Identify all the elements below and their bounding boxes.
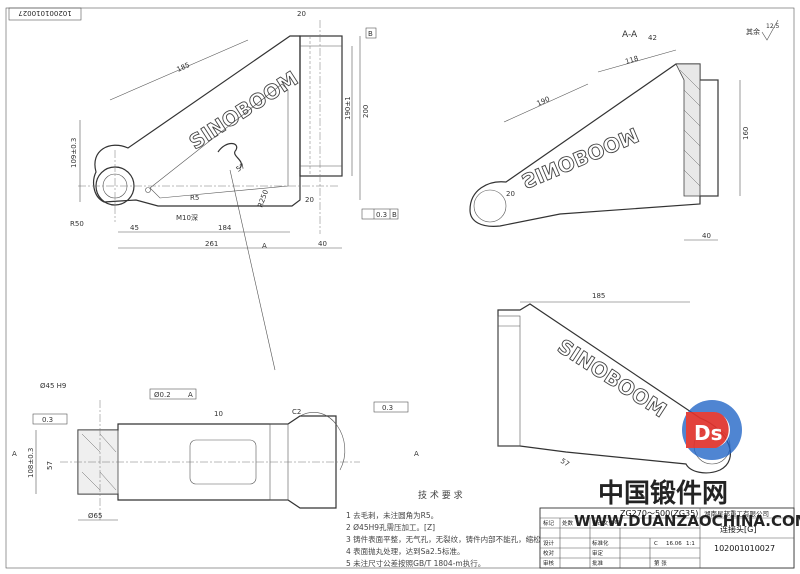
roughness-symbol xyxy=(761,19,779,41)
svg-text:审核: 审核 xyxy=(543,559,555,567)
svg-text:标记: 标记 xyxy=(543,519,555,527)
dim-40: 40 xyxy=(318,240,327,248)
dim-109: 109±0.3 xyxy=(70,138,78,168)
perp-tolerance: Ø0.2 xyxy=(154,391,171,399)
dim-185: 185 xyxy=(176,61,191,74)
section-a-right: A xyxy=(414,450,419,458)
watermark: Ds 中国锻件网 WWW.DUANZAOCHINA.COM xyxy=(574,400,800,530)
rotated-drawing-number: 102001010027 xyxy=(18,9,71,17)
roughness-label: 其余 xyxy=(746,27,760,36)
threaded-hole xyxy=(145,187,151,193)
svg-text:设计: 设计 xyxy=(543,539,555,547)
sheet-border xyxy=(5,7,795,569)
dim-20-lower: 20 xyxy=(305,196,314,204)
tolerance-value: 0.3 xyxy=(376,211,387,219)
dim-190: 190±1 xyxy=(344,96,352,120)
dim-108: 108±0.3 xyxy=(27,448,35,478)
weight-value: 16.06 xyxy=(666,541,682,547)
material-spec: ZG270～500(ZG35) xyxy=(620,509,698,518)
rotated-number-box xyxy=(8,7,82,21)
tolerance-datum: B xyxy=(392,211,397,219)
section-view: A-A 其余 12.5 SINOBOOM 190 118 42 160 40 2… xyxy=(469,19,780,241)
watermark-logo-text: Ds xyxy=(694,421,723,445)
dim-45: 45 xyxy=(130,224,139,232)
front-view: SINOBOOM 185 57 184 45 261 40 20 20 200 … xyxy=(70,10,399,371)
svg-text:批准: 批准 xyxy=(592,559,604,567)
front-view-inner-outline xyxy=(149,83,289,199)
dim-r5: R5 xyxy=(190,194,199,202)
datum-b-label: B xyxy=(368,30,373,38)
note-3: 3 铸件表面平整，无气孔，无裂纹，铸件内部不能孔，缩松现象。[G] xyxy=(346,534,575,544)
front-view-brand: SINOBOOM xyxy=(185,66,303,154)
scale-value: 1:1 xyxy=(686,541,695,547)
dim-160: 160 xyxy=(742,127,750,140)
watermark-logo-mark xyxy=(686,412,729,448)
technical-notes: 技 术 要 求 1 去毛刺，未注圆角为R5。 2 Ø45H9孔需压加工。[Z] … xyxy=(346,489,575,568)
roughness-value: 12.5 xyxy=(766,23,780,30)
dim-185-iso: 185 xyxy=(592,292,605,300)
dim-200: 200 xyxy=(362,105,370,118)
pos-tolerance-left: 0.3 xyxy=(42,416,53,424)
dim-20-section: 20 xyxy=(506,190,515,198)
svg-text:A: A xyxy=(188,391,193,399)
note-2: 2 Ø45H9孔需压加工。[Z] xyxy=(346,522,435,532)
svg-text:标准化: 标准化 xyxy=(592,539,609,547)
pos-tolerance-right: 0.3 xyxy=(382,404,393,412)
stage-value: C xyxy=(654,541,658,547)
side-view: Ø45 H9 Ø0.2 A 0.3 0.3 C2 10 Ø65 108±0.3 … xyxy=(12,382,419,521)
section-a-marker: A xyxy=(262,242,267,250)
front-view-outline xyxy=(93,35,301,207)
section-view-label: A-A xyxy=(622,30,638,40)
iso-view-flange xyxy=(497,315,521,447)
dim-20-upper: 20 xyxy=(297,10,306,18)
svg-text:审定: 审定 xyxy=(592,549,604,557)
dim-65: Ø65 xyxy=(88,512,102,520)
dim-r50: R50 xyxy=(70,220,84,228)
front-view-logo-mark xyxy=(217,142,242,169)
front-view-flange xyxy=(299,35,343,177)
iso-view-brand: SINOBOOM xyxy=(553,334,671,422)
sheet-value: 第 张 xyxy=(654,559,667,567)
dim-m10: M10深 xyxy=(176,213,198,222)
part-name: 连接头[G] xyxy=(720,524,756,534)
svg-text:处数: 处数 xyxy=(562,519,574,527)
watermark-url: WWW.DUANZAOCHINA.COM xyxy=(574,512,800,530)
dim-261: 261 xyxy=(205,240,218,248)
dim-57: 57 xyxy=(235,162,247,174)
svg-text:校对: 校对 xyxy=(543,549,555,557)
dim-40-section: 40 xyxy=(702,232,711,240)
dim-42: 42 xyxy=(648,34,657,42)
svg-text:更改文件号: 更改文件号 xyxy=(592,519,620,527)
dim-190-section: 190 xyxy=(536,95,551,108)
title-block: ZG270～500(ZG35) 湖南星邦重工有限公司 连接头[G] 102001… xyxy=(539,507,795,569)
note-1: 1 去毛刺，未注圆角为R5。 xyxy=(346,510,438,520)
tolerance-frame xyxy=(361,208,399,220)
bore-callout: Ø45 H9 xyxy=(40,382,66,390)
dim-184: 184 xyxy=(218,224,232,232)
dim-118: 118 xyxy=(624,55,639,66)
chamfer-c2: C2 xyxy=(292,408,301,416)
company-name: 湖南星邦重工有限公司 xyxy=(704,509,769,518)
section-hatching xyxy=(675,63,701,197)
watermark-text: 中国锻件网 xyxy=(598,478,728,509)
dim-10: 10 xyxy=(214,410,223,418)
notes-title: 技 术 要 求 xyxy=(418,489,463,501)
note-4: 4 表面抛丸处理，达到Sa2.5标准。 xyxy=(346,546,464,556)
drawing-number: 102001010027 xyxy=(714,544,775,553)
section-view-outline xyxy=(469,63,719,227)
note-5: 5 未注尺寸公差按照GB/T 1804-m执行。 xyxy=(346,558,485,568)
section-a-left: A xyxy=(12,450,17,458)
dim-57-side: 57 xyxy=(46,461,54,470)
dim-57-iso: 57 xyxy=(559,457,571,469)
section-view-brand: SINOBOOM xyxy=(518,123,642,194)
